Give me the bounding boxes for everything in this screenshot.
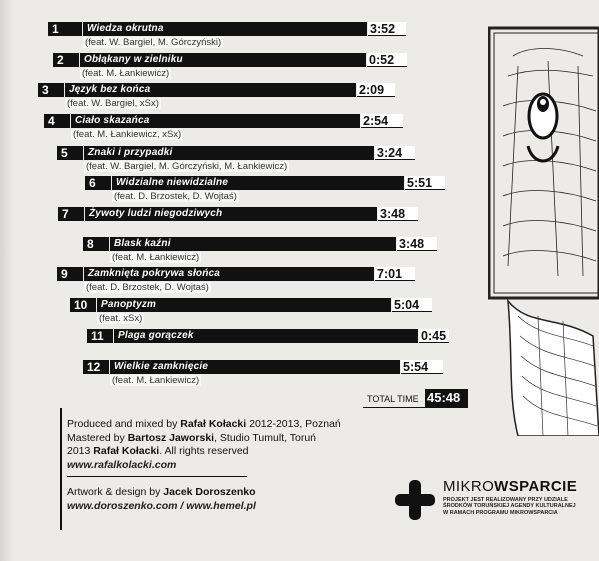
track-title: Widzialne niewidzialne xyxy=(112,176,404,190)
track-feat: (feat. W. Bargiel, xSx) xyxy=(65,98,161,109)
mikrowsparcie-logo: MIKROWSPARCIE PROJEKT JEST REALIZOWANY P… xyxy=(393,478,577,538)
track-number: 4 xyxy=(44,114,70,128)
track-number: 8 xyxy=(83,237,109,251)
produced-line: Produced and mixed by Rafał Kołacki 2012… xyxy=(67,418,341,432)
track-feat: (feat. M. Łankiewicz, xSx) xyxy=(71,129,184,140)
mastering-engineer: Bartosz Jaworski xyxy=(127,431,215,444)
track-title: Obłąkany w zielniku xyxy=(80,53,366,67)
track-feat: (feat. W. Bargiel, M. Górczyński) xyxy=(83,37,224,48)
logo-subtitle-line1: PROJEKT JEST REALIZOWANY PRZY UDZIALE xyxy=(443,497,568,503)
artist-website-link[interactable]: www.doroszenko.com xyxy=(67,500,178,512)
producer-website-link[interactable]: www.rafalkolacki.com xyxy=(67,458,177,471)
track-title: Plaga gorączek xyxy=(114,329,418,343)
track-number: 11 xyxy=(87,329,113,343)
producer-name: Rafał Kołacki xyxy=(180,418,247,430)
track-title: Ciało skazańca xyxy=(71,114,360,128)
mastered-suffix: , Studio Tumult, Toruń xyxy=(214,431,317,444)
track-time: 3:48 xyxy=(378,207,418,221)
mastered-line: Mastered by Bartosz Jaworski, Studio Tum… xyxy=(67,432,341,446)
produced-prefix: Produced and mixed by xyxy=(67,418,181,430)
total-time-label: TOTAL TIME xyxy=(367,394,419,404)
track-number: 5 xyxy=(57,146,83,160)
copyright-line: 2013 Rafał Kołacki. All rights reserved xyxy=(67,445,341,459)
track-number: 10 xyxy=(70,298,96,312)
artwork-line: Artwork & design by Jacek Doroszenko xyxy=(67,485,256,499)
track-time: 0:45 xyxy=(419,329,449,343)
track-time: 3:48 xyxy=(397,237,437,251)
copyright-suffix: . All rights reserved xyxy=(159,445,249,457)
track-feat: (feat. W. Bargiel, M. Górczyński, M. Łan… xyxy=(84,161,290,172)
track-feat: (feat. M. Łankiewicz) xyxy=(80,68,172,79)
track-time: 3:52 xyxy=(368,22,406,36)
track-time: 5:54 xyxy=(401,360,443,374)
cover-edge xyxy=(0,0,14,561)
logo-subtitle-line3: W RAMACH PROGRAMU MIKROWSPARCIA xyxy=(443,509,558,516)
track-title: Blask kaźni xyxy=(110,237,396,251)
track-number: 6 xyxy=(85,176,111,190)
track-title: Wiedza okrutna xyxy=(83,22,367,36)
track-time: 7:01 xyxy=(375,267,415,281)
track-title: Wielkie zamknięcie xyxy=(110,360,400,374)
credits-block: Produced and mixed by Rafał Kołacki 2012… xyxy=(67,418,341,472)
credits-separator xyxy=(67,476,247,477)
track-number: 2 xyxy=(53,53,79,67)
total-time-value: 45:48 xyxy=(425,389,468,407)
copyright-owner: Rafał Kołacki xyxy=(93,445,160,457)
track-time: 5:51 xyxy=(405,176,445,190)
track-feat: (feat. xSx) xyxy=(97,313,145,324)
mastered-prefix: Mastered by xyxy=(67,431,128,444)
logo-subtitle: PROJEKT JEST REALIZOWANY PRZY UDZIALE ŚR… xyxy=(443,497,578,516)
track-title: Panoptyzm xyxy=(97,298,391,312)
track-number: 3 xyxy=(38,83,64,97)
copyright-prefix: 2013 xyxy=(67,445,94,457)
track-feat: (feat. D. Brzostek, D. Wojtaś) xyxy=(84,282,211,293)
artwork-prefix: Artwork & design by xyxy=(67,486,164,498)
track-title: Zamknięta pokrywa słońca xyxy=(84,267,374,281)
artist-name: Jacek Doroszenko xyxy=(163,486,256,498)
logo-subtitle-line2: ŚRODKÓW TORUŃSKIEJ AGENDY KULTURALNEJ xyxy=(443,503,576,510)
track-time: 2:09 xyxy=(357,83,395,97)
track-number: 7 xyxy=(58,207,84,221)
track-number: 1 xyxy=(48,22,82,36)
track-feat: (feat. M. Łankiewicz) xyxy=(110,252,202,263)
track-feat: (feat. D. Brzostek, D. Wojtaś) xyxy=(112,191,239,202)
plus-cross-icon xyxy=(395,480,435,520)
track-time: 3:24 xyxy=(375,146,415,160)
track-title: Żywoty ludzi niegodziwych xyxy=(85,207,377,221)
logo-title-bold: WSPARCIE xyxy=(494,478,578,495)
track-feat: (feat. M. Łankiewicz) xyxy=(110,375,202,386)
track-number: 9 xyxy=(57,267,83,281)
logo-title-light: MIKRO xyxy=(443,478,495,495)
artwork-urls: www.doroszenko.com / www.hemel.pl xyxy=(67,499,256,513)
track-number: 12 xyxy=(83,360,109,374)
total-time-row: TOTAL TIME 45:48 xyxy=(363,389,468,408)
track-time: 5:04 xyxy=(392,298,432,312)
track-title: Język bez końca xyxy=(65,83,356,97)
artwork-credits: Artwork & design by Jacek Doroszenko www… xyxy=(67,485,256,513)
logo-title: MIKROWSPARCIE xyxy=(443,478,577,495)
produced-suffix: 2012-2013, Poznań xyxy=(246,418,341,430)
track-title: Znaki i przypadki xyxy=(84,146,374,160)
cover-illustration xyxy=(488,26,599,436)
url-separator: / xyxy=(177,500,187,512)
track-time: 2:54 xyxy=(361,114,403,128)
track-time: 0:52 xyxy=(367,53,407,67)
hemel-website-link[interactable]: www.hemel.pl xyxy=(186,500,256,512)
credits-divider xyxy=(60,408,62,530)
